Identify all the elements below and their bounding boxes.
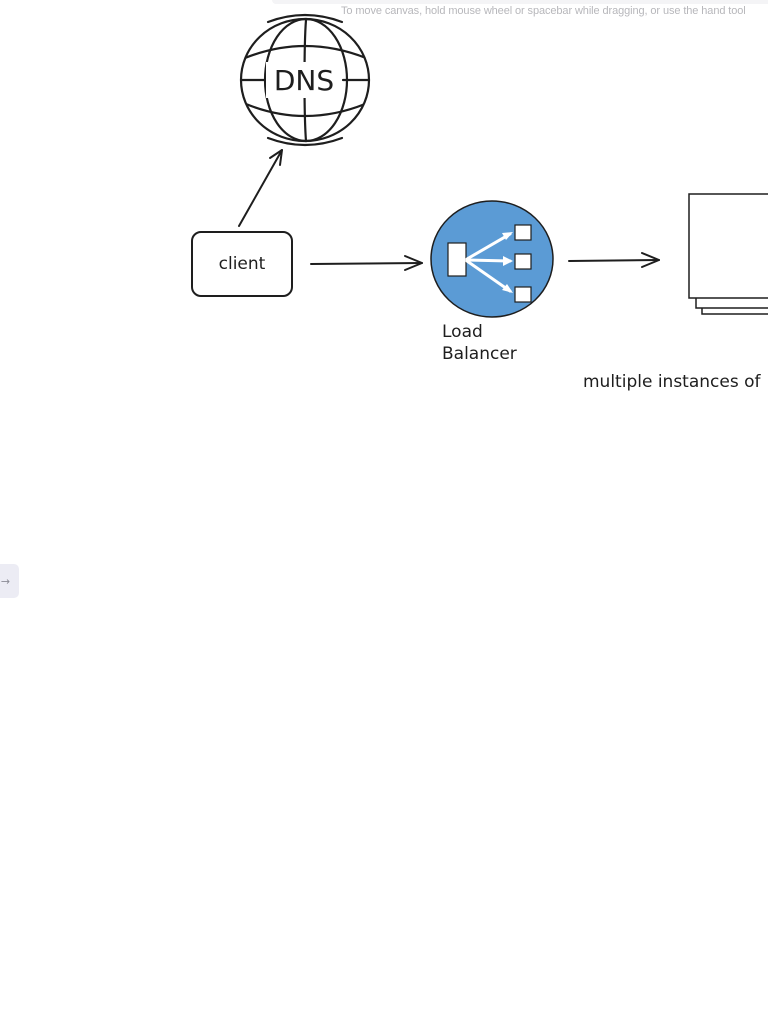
lb-label-line2: Balancer [442,344,517,364]
load-balancer-icon[interactable] [430,200,554,318]
dns-label-bg [266,62,342,98]
sidebar-toggle-button[interactable]: → [0,564,19,598]
client-label: client [219,254,266,274]
arrow-client-to-lb[interactable] [310,255,423,271]
toolbar-edge [272,0,768,4]
canvas-hint: To move canvas, hold mouse wheel or spac… [341,5,746,17]
client-box[interactable] [191,231,293,297]
arrow-client-to-dns[interactable] [238,149,283,227]
arrow-lb-to-instances[interactable] [568,252,660,268]
lb-label-line1: Load [442,322,483,342]
arrow-right-icon: → [0,574,11,588]
instances-label: multiple instances of [583,372,762,392]
server-instances-stack[interactable] [688,193,768,315]
dns-label: DNS [274,64,334,97]
